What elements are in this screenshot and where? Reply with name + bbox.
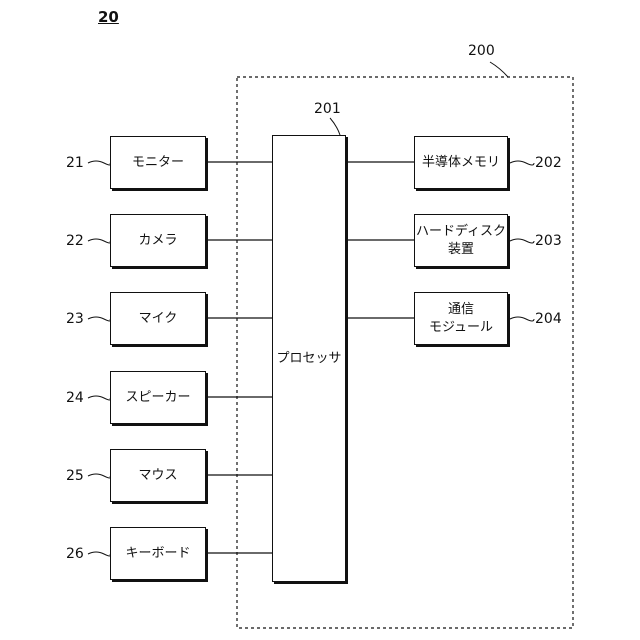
comm-block: 通信 モジュール — [414, 292, 508, 345]
camera-label: カメラ — [138, 232, 177, 250]
leader-200 — [490, 62, 508, 77]
speaker-ref: 24 — [66, 391, 84, 405]
keyboard-label: キーボード — [125, 545, 190, 563]
processor-label: プロセッサ — [276, 350, 341, 368]
memory-ref: 202 — [535, 156, 562, 170]
memory-label: 半導体メモリ — [422, 154, 500, 172]
leader-202 — [510, 161, 534, 165]
leader-201 — [330, 118, 340, 135]
mic-block: マイク — [110, 292, 206, 345]
hdd-block: ハードディスク 装置 — [414, 214, 508, 267]
monitor-block: モニター — [110, 136, 206, 189]
camera-ref: 22 — [66, 234, 84, 248]
monitor-ref: 21 — [66, 156, 84, 170]
hdd-ref: 203 — [535, 234, 562, 248]
mouse-label: マウス — [138, 467, 177, 485]
leader-25 — [88, 474, 110, 478]
leader-204 — [510, 317, 534, 321]
leader-24 — [88, 396, 110, 400]
speaker-block: スピーカー — [110, 371, 206, 424]
comm-label: 通信 モジュール — [429, 301, 493, 336]
leader-21 — [88, 161, 110, 165]
speaker-label: スピーカー — [125, 389, 190, 407]
keyboard-block: キーボード — [110, 527, 206, 580]
leader-203 — [510, 239, 534, 243]
memory-block: 半導体メモリ — [414, 136, 508, 189]
figure-number: 20 — [98, 8, 119, 26]
mouse-block: マウス — [110, 449, 206, 502]
hdd-label: ハードディスク 装置 — [416, 223, 506, 258]
processor-ref: 201 — [314, 102, 341, 116]
processor-block: プロセッサ — [272, 135, 346, 582]
leader-23 — [88, 317, 110, 321]
keyboard-ref: 26 — [66, 547, 84, 561]
system-ref: 200 — [468, 44, 495, 58]
leader-26 — [88, 552, 110, 556]
comm-ref: 204 — [535, 312, 562, 326]
mic-label: マイク — [139, 310, 178, 328]
monitor-label: モニター — [132, 154, 184, 172]
camera-block: カメラ — [110, 214, 206, 267]
mic-ref: 23 — [66, 312, 84, 326]
mouse-ref: 25 — [66, 469, 84, 483]
leader-22 — [88, 239, 110, 243]
